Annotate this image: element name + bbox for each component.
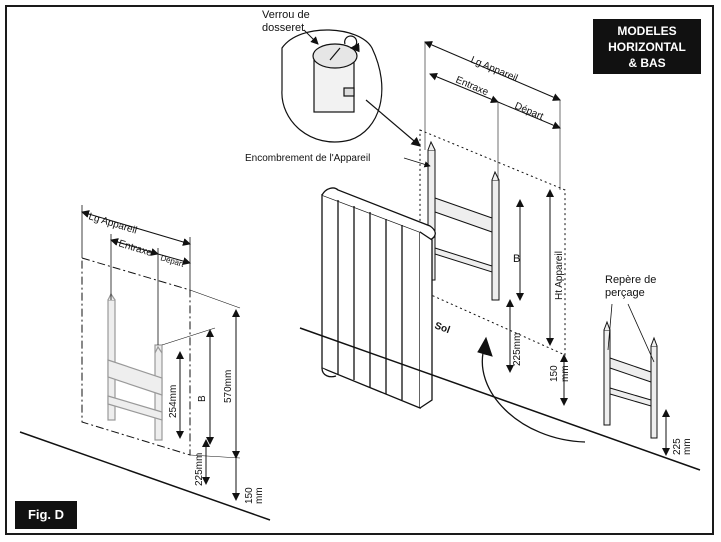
floor-label: Sol: [433, 320, 452, 336]
left-225-label: 225mm: [194, 453, 205, 486]
left-depart-label: Départ: [159, 253, 185, 269]
center-ht-label: Ht Appareil: [554, 251, 565, 300]
drill-detail: [603, 303, 670, 456]
left-wall-view: [19, 205, 271, 521]
center-entraxe-label: Entraxe: [454, 75, 490, 99]
left-570-label: 570mm: [223, 370, 234, 403]
lock-detail: [281, 29, 421, 147]
center-floor-line: [299, 327, 701, 471]
left-wall-bracket: [107, 292, 163, 441]
center-225-label: 225mm: [512, 333, 523, 366]
model-badge: MODELES HORIZONTAL & BAS: [593, 19, 701, 74]
center-wall-bracket: [427, 140, 500, 301]
left-entraxe-label: Entraxe: [117, 238, 154, 259]
center-b-label: B: [513, 253, 520, 265]
center-lg-label: Lg Appareil: [469, 55, 519, 85]
left-lg-label: Lg Appareil: [87, 211, 138, 236]
left-floor-line: [19, 431, 271, 521]
center-depart-label: Départ: [513, 101, 545, 123]
drill-225-label: 225mm: [672, 438, 693, 455]
center-150-label: 150mm: [549, 365, 571, 382]
center-assembly: [299, 41, 701, 471]
left-150-label: 150mm: [244, 487, 265, 504]
radiator: [321, 187, 436, 409]
figure-label: Fig. D: [15, 501, 77, 529]
footprint-callout: Encombrement de l'Appareil: [245, 153, 370, 164]
left-b-label: B: [197, 395, 208, 402]
left-254-label: 254mm: [168, 385, 179, 418]
left-appliance-outline: [81, 257, 191, 456]
